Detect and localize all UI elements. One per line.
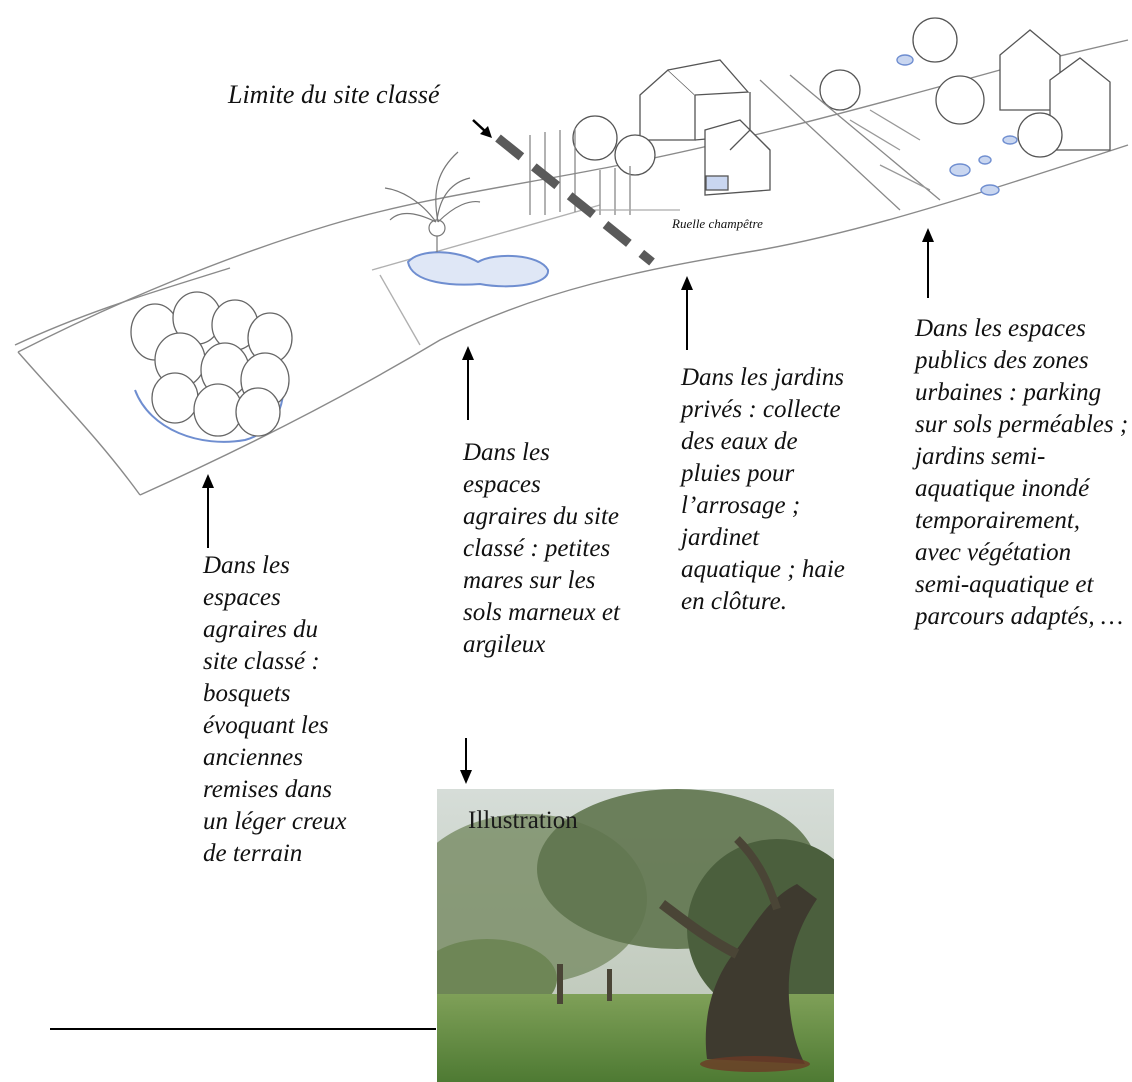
illustration-photo: [437, 789, 834, 1082]
site-boundary-line: [495, 134, 655, 266]
down-arrow-icon: [460, 738, 472, 784]
illustration-label: Illustration: [468, 807, 578, 834]
lane-label: Ruelle champêtre: [672, 216, 763, 231]
grove-trees: [130, 291, 293, 443]
callout-groves: Dans les espaces agraires du site classé…: [203, 552, 347, 867]
limit-arrow-icon: [472, 119, 492, 138]
terrain-band: [14, 39, 1129, 496]
pond-sketch: [384, 151, 549, 288]
callout-ponds: Dans les espaces agraires du site classé…: [463, 439, 620, 658]
site-limit-label: Limite du site classé: [228, 80, 440, 109]
urban-sketch: [759, 17, 1111, 211]
callout-private-gardens: Dans les jardins privés : collecte des e…: [681, 364, 845, 615]
footnote-separator: [50, 1028, 436, 1030]
callout-public-spaces: Dans les espaces publics des zones urbai…: [915, 315, 1129, 630]
houses-sketch: [529, 59, 771, 215]
up-arrow-icon: [202, 228, 934, 548]
